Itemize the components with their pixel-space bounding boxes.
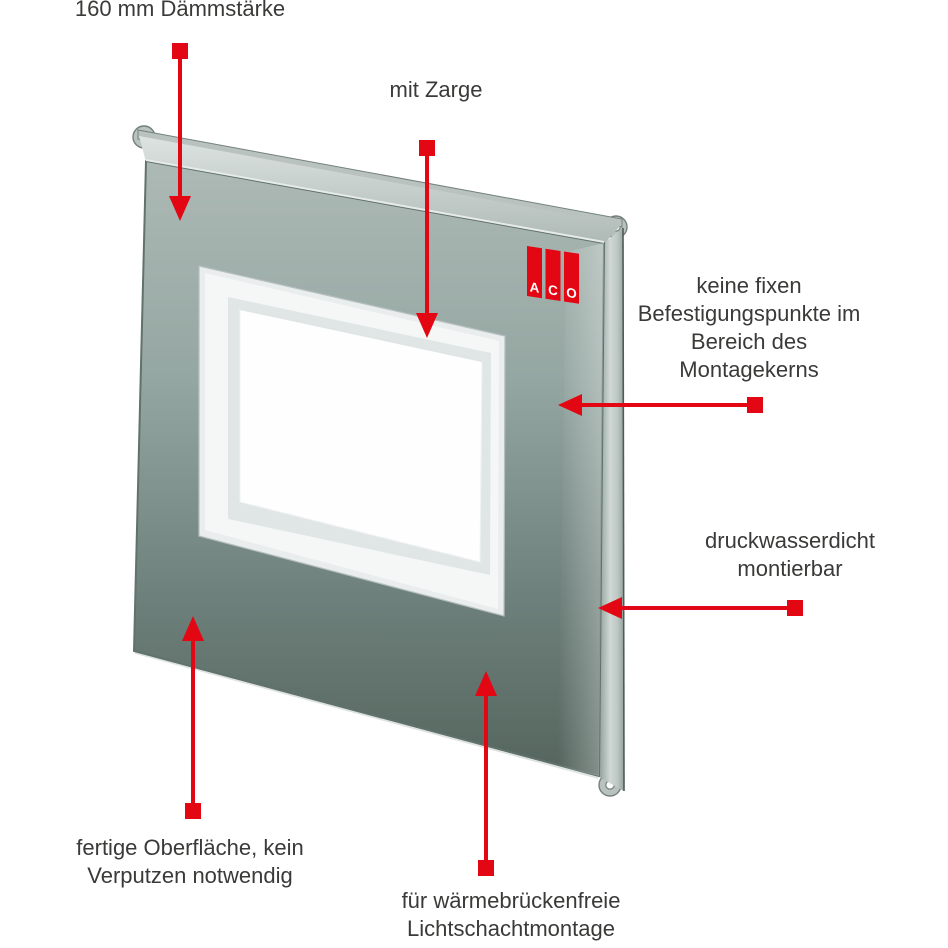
annotation-druckwasserdicht: druckwasserdicht montierbar xyxy=(705,527,875,583)
annotation-line: Verputzen notwendig xyxy=(87,863,293,888)
annotation-line: Montagekerns xyxy=(679,357,819,382)
aco-logo-bar xyxy=(545,248,561,302)
annotation-line: Lichtschachtmontage xyxy=(407,916,615,941)
panel-right-outline xyxy=(622,227,625,792)
arrow-mit-zarge xyxy=(416,140,438,338)
annotation-line: druckwasserdicht xyxy=(705,528,875,553)
arrow-start-square xyxy=(185,803,201,819)
annotation-daemmstaerke: 160 mm Dämmstärke xyxy=(75,0,285,23)
annotation-lichtschacht: für wärmebrückenfreie Lichtschachtmontag… xyxy=(402,887,621,943)
arrow-start-square xyxy=(419,140,435,156)
arrow-start-square xyxy=(478,860,494,876)
annotation-befestigungspunkte: keine fixen Befestigungspunkte im Bereic… xyxy=(638,272,861,384)
annotation-line: montierbar xyxy=(737,556,843,581)
annotation-oberflaeche: fertige Oberfläche, kein Verputzen notwe… xyxy=(76,834,303,890)
arrow-daemmstaerke xyxy=(169,43,191,221)
aco-logo-letter-c: C xyxy=(548,282,558,298)
panel-bottom-highlight xyxy=(134,652,599,779)
annotation-line: fertige Oberfläche, kein xyxy=(76,835,304,860)
annotation-line: keine fixen xyxy=(696,273,802,298)
arrow-befestigungspunkte xyxy=(558,394,763,416)
panel-top-edge xyxy=(139,136,622,244)
arrow-head-icon xyxy=(558,394,582,416)
arrow-druckwasserdicht xyxy=(598,597,803,619)
arrow-oberflaeche xyxy=(182,616,204,819)
aco-logo: A C O xyxy=(527,246,579,304)
annotation-line: für wärmebrückenfreie xyxy=(401,888,621,913)
window-opening-shadow xyxy=(239,308,483,362)
aco-logo-bar xyxy=(527,246,542,299)
annotation-line: mit Zarge xyxy=(389,77,483,102)
aco-logo-letter-o: O xyxy=(566,285,577,301)
panel-top-highlight xyxy=(145,159,605,243)
arrow-lichtschacht xyxy=(475,671,497,876)
annotation-line: Bereich des xyxy=(690,329,808,354)
aco-logo-letter-a: A xyxy=(530,279,540,295)
panel-edge-glow xyxy=(558,243,604,776)
arrow-start-square xyxy=(787,600,803,616)
arrow-head-icon xyxy=(182,616,204,641)
arrow-start-square xyxy=(747,397,763,413)
arrow-head-icon xyxy=(169,196,191,221)
arrow-head-icon xyxy=(475,671,497,696)
annotation-line: 160 mm Dämmstärke xyxy=(74,0,286,21)
arrow-start-square xyxy=(172,43,188,59)
arrow-head-icon xyxy=(598,597,622,619)
annotation-arrows xyxy=(169,43,803,876)
annotation-line: Befestigungspunkte im xyxy=(637,301,861,326)
arrow-head-icon xyxy=(416,313,438,338)
annotation-mit-zarge: mit Zarge xyxy=(390,76,483,104)
panel-right-edge xyxy=(599,228,624,791)
aco-logo-bar xyxy=(564,251,579,304)
